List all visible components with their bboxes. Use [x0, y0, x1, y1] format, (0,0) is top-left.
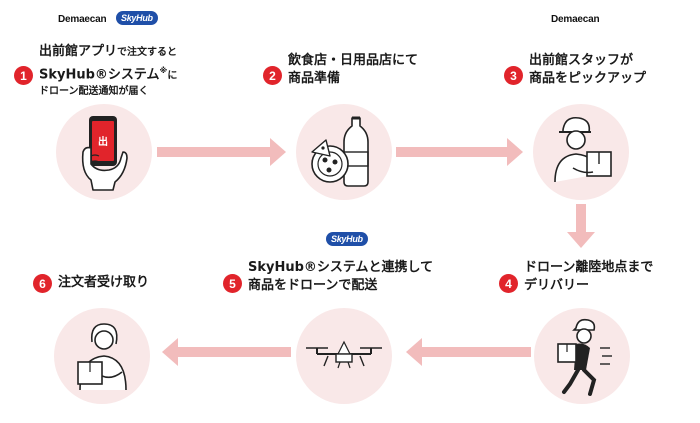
step-2-number: 2	[263, 66, 282, 85]
step-4-number: 4	[499, 274, 518, 293]
arrow-4-to-5	[406, 338, 531, 366]
step-1-number: 1	[14, 66, 33, 85]
arrow-5-to-6	[162, 338, 291, 366]
step-4-illustration	[534, 308, 630, 404]
step-6-illustration	[54, 308, 150, 404]
demaecan-logo-2: Demaecan	[551, 14, 600, 25]
arrow-2-to-3	[396, 138, 523, 166]
skyhub-logo: SkyHub	[116, 11, 158, 25]
pizza-bottle-icon	[311, 116, 369, 187]
skyhub-logo-2: SkyHub	[326, 232, 368, 246]
step-1-illustration: 出	[56, 104, 152, 200]
demaecan-logo: Demaecan	[58, 14, 107, 25]
step-3-text: 出前館スタッフが 商品をピックアップ	[529, 53, 647, 86]
step-3-illustration	[533, 104, 629, 200]
step-2-illustration	[296, 104, 392, 200]
svg-text:出: 出	[98, 135, 108, 148]
smartphone-hand-icon: 出	[81, 116, 128, 191]
staff-box-icon	[554, 116, 612, 183]
step-4-text: ドローン離陸地点まで デリバリー	[524, 260, 654, 293]
step-6-text: 注文者受け取り	[58, 275, 150, 290]
arrow-3-to-4	[567, 204, 595, 248]
step-5-number: 5	[223, 274, 242, 293]
step-2-text: 飲食店・日用品店にて 商品準備	[288, 53, 419, 86]
arrow-1-to-2	[157, 138, 286, 166]
step-3-number: 3	[504, 66, 523, 85]
step-5-illustration	[296, 308, 392, 404]
step-1-text: 出前館アプリで注文すると SkyHub®システム※に ドローン配送通知が届く	[39, 44, 178, 98]
step-5-text: SkyHub®システムと連携して 商品をドローンで配送	[248, 260, 434, 293]
receiver-box-icon	[77, 323, 127, 391]
step-6-number: 6	[33, 274, 52, 293]
delivery-runner-icon	[557, 318, 612, 396]
drone-icon	[306, 340, 382, 369]
